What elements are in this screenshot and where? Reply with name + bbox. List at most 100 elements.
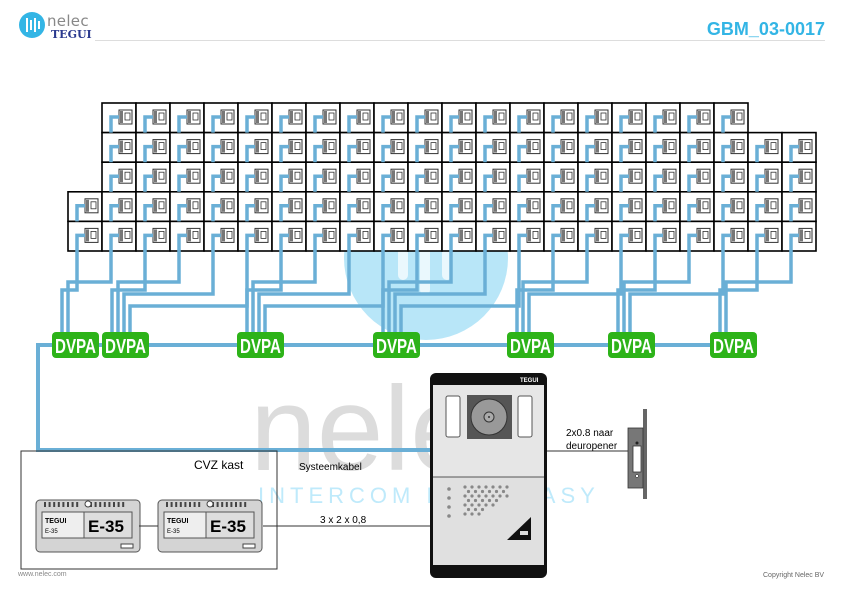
- indoor-monitor-icon: [492, 227, 507, 243]
- dvpa-distributor[interactable]: DVPA: [608, 332, 655, 358]
- indoor-monitor-icon: [84, 227, 99, 243]
- dvpa-distributor[interactable]: DVPA: [373, 332, 420, 358]
- indoor-monitor-icon: [322, 227, 337, 243]
- indoor-monitor-cell[interactable]: [373, 191, 409, 223]
- riser-wire: [718, 251, 759, 332]
- indoor-monitor-cell[interactable]: [101, 102, 137, 134]
- indoor-monitor-icon: [492, 139, 507, 155]
- indoor-monitor-icon: [186, 198, 201, 214]
- indoor-monitor-cell[interactable]: [339, 131, 375, 164]
- indoor-monitor-icon: [152, 139, 167, 155]
- indoor-monitor-icon: [118, 139, 133, 155]
- dvpa-distributor[interactable]: DVPA: [507, 332, 554, 358]
- indoor-monitor-icon: [526, 109, 541, 125]
- brand-sub: TEGUI: [51, 28, 92, 41]
- document-code: GBM_03-0017: [706, 19, 825, 39]
- indoor-monitor-cell[interactable]: [339, 191, 375, 223]
- indoor-monitor-icon: [356, 198, 371, 214]
- indoor-monitor-icon: [322, 139, 337, 155]
- indoor-monitor-icon: [424, 109, 439, 125]
- indoor-monitor-icon: [152, 168, 167, 184]
- indoor-monitor-icon: [118, 109, 133, 125]
- power-cable-label: 3 x 2 x 0,8: [320, 515, 367, 526]
- indoor-monitor-cell[interactable]: [679, 220, 715, 252]
- indoor-monitor-icon: [526, 198, 541, 214]
- indoor-monitor-icon: [594, 227, 609, 243]
- system-cable-label: Systeemkabel: [299, 462, 362, 473]
- door-opener-label-2: deuropener: [566, 441, 618, 452]
- dvpa-distributor[interactable]: DVPA: [102, 332, 149, 358]
- riser-wire: [393, 251, 487, 332]
- indoor-monitor-icon: [560, 227, 575, 243]
- indoor-monitor-cell[interactable]: [237, 191, 273, 223]
- unit-model-large: E-35: [210, 517, 246, 536]
- door-opener-label-1: 2x0.8 naar: [566, 428, 614, 439]
- indoor-monitor-icon: [526, 139, 541, 155]
- indoor-monitor-icon: [356, 139, 371, 155]
- indoor-monitor-icon: [560, 109, 575, 125]
- indoor-monitor-cell[interactable]: [237, 161, 273, 193]
- cabinet-label: CVZ kast: [194, 458, 244, 472]
- indoor-monitor-icon: [254, 168, 269, 184]
- indoor-monitor-cell[interactable]: [271, 102, 307, 134]
- unit-model-small: E-35: [45, 529, 58, 535]
- dvpa-distributor[interactable]: DVPA: [52, 332, 99, 358]
- indoor-monitor-icon: [798, 168, 813, 184]
- indoor-monitor-icon: [628, 109, 643, 125]
- footer-website[interactable]: www.nelec.com: [18, 571, 67, 578]
- indoor-monitor-cell[interactable]: [203, 161, 239, 193]
- indoor-monitor-icon: [152, 227, 167, 243]
- riser-wire: [251, 251, 317, 332]
- indoor-monitor-icon: [186, 139, 201, 155]
- indoor-monitor-cell[interactable]: [475, 191, 511, 223]
- indoor-monitor-icon: [696, 168, 711, 184]
- indoor-monitor-icon: [764, 168, 779, 184]
- indoor-monitor-cell[interactable]: [543, 131, 579, 164]
- indoor-monitor-cell[interactable]: [611, 102, 647, 134]
- indoor-monitor-icon: [118, 227, 133, 243]
- indoor-monitor-icon: [118, 198, 133, 214]
- indoor-monitor-icon: [458, 168, 473, 184]
- indoor-monitor-cell[interactable]: [441, 220, 477, 252]
- indoor-monitor-icon: [764, 139, 779, 155]
- unit-model-small: E-35: [167, 529, 180, 535]
- indoor-monitor-icon: [288, 168, 303, 184]
- indoor-monitor-icon: [322, 168, 337, 184]
- indoor-monitor-icon: [594, 109, 609, 125]
- riser-wire: [724, 251, 793, 332]
- dvpa-distributor[interactable]: DVPA: [710, 332, 757, 358]
- indoor-monitor-cell[interactable]: [271, 161, 307, 193]
- indoor-monitor-icon: [594, 139, 609, 155]
- door-panel[interactable]: TEGUI: [430, 373, 547, 578]
- indoor-monitor-icon: [424, 198, 439, 214]
- indoor-monitor-icon: [696, 227, 711, 243]
- indoor-monitor-icon: [390, 139, 405, 155]
- indoor-monitor-cell[interactable]: [407, 220, 443, 252]
- indoor-monitor-icon: [288, 109, 303, 125]
- name-card-right: [517, 395, 533, 438]
- indoor-monitor-icon: [424, 168, 439, 184]
- indoor-monitor-icon: [764, 227, 779, 243]
- indoor-monitor-icon: [526, 168, 541, 184]
- indoor-monitor-cell[interactable]: [509, 161, 545, 193]
- indoor-monitor-icon: [424, 227, 439, 243]
- indoor-monitor-icon: [492, 198, 507, 214]
- indoor-monitor-icon: [560, 139, 575, 155]
- indoor-monitor-icon: [220, 198, 235, 214]
- dvpa-label: DVPA: [55, 336, 96, 358]
- indoor-monitor-cell[interactable]: [271, 131, 307, 164]
- indoor-monitor-cell[interactable]: [407, 191, 443, 223]
- riser-wire: [399, 251, 521, 332]
- indoor-monitor-cell[interactable]: [373, 220, 409, 252]
- indoor-monitor-icon: [424, 139, 439, 155]
- indoor-monitor-icon: [730, 227, 745, 243]
- indoor-monitor-icon: [220, 139, 235, 155]
- dvpa-distributor[interactable]: DVPA: [237, 332, 284, 358]
- indoor-monitor-icon: [662, 227, 677, 243]
- panel-brand: TEGUI: [520, 378, 539, 384]
- indoor-monitor-cell[interactable]: [611, 131, 647, 164]
- footer-copyright: Copyright Nelec BV: [763, 572, 825, 579]
